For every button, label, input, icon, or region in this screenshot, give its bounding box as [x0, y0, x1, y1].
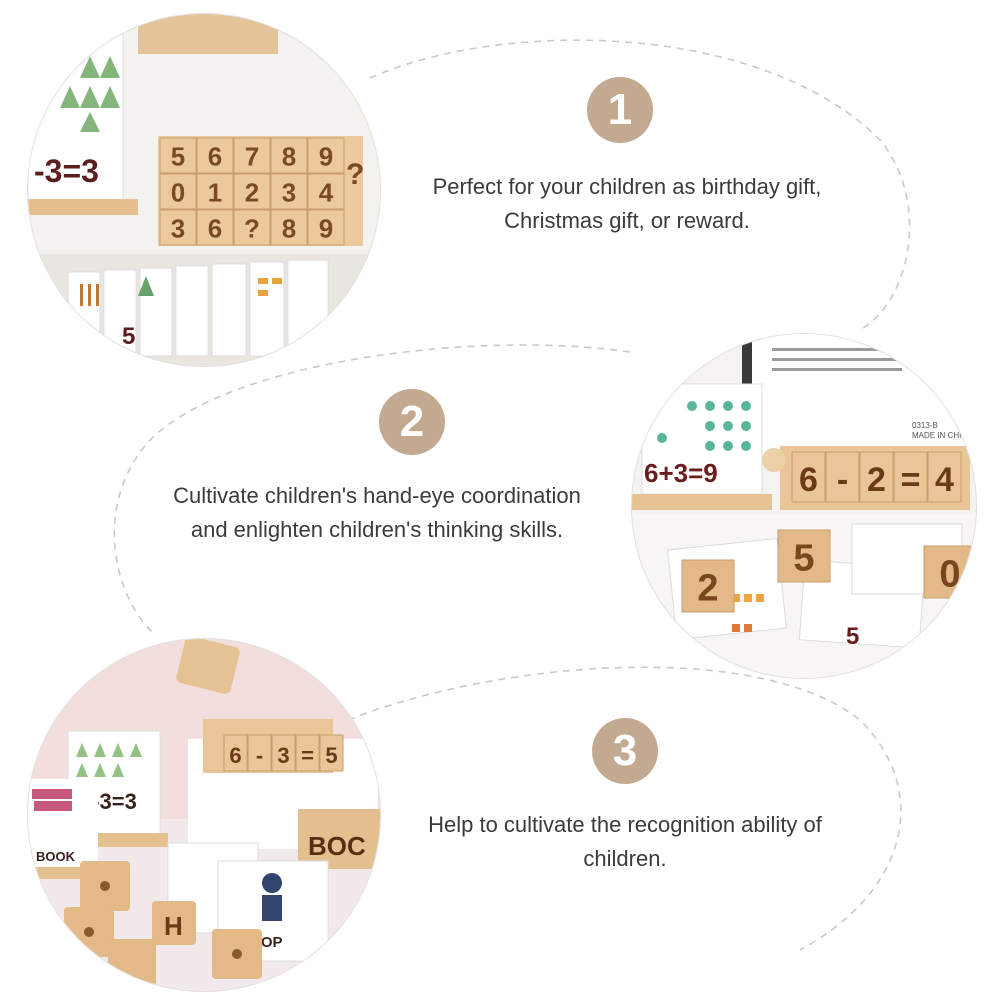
wheel-block: =	[901, 461, 921, 499]
step-3-badge: 3	[592, 718, 658, 784]
number-block: 8	[282, 213, 296, 243]
word-card-label: BOOK	[36, 849, 76, 864]
number-cube-face	[777, 529, 831, 583]
made-in-label: MADE IN CHINA	[912, 431, 973, 440]
card-digit: 5	[122, 323, 135, 350]
wheel-block-face	[271, 734, 296, 772]
model-code: 0313-B	[912, 421, 938, 430]
wheel-block-face	[295, 734, 320, 772]
number-block-face	[159, 209, 197, 246]
wheel-block-face	[825, 451, 860, 503]
step-2-caption-line-1: Cultivate children's hand-eye coordinati…	[173, 483, 581, 508]
equation-wheel-blocks: 6-3 = 5	[223, 734, 344, 772]
side-block-digit: ?	[346, 158, 364, 191]
wheel-block-face	[223, 734, 248, 772]
number-block-face	[307, 137, 345, 174]
step-2-badge: 2	[379, 389, 445, 455]
number-block: 5	[171, 141, 185, 171]
wheel-block: =	[301, 743, 314, 768]
number-block: 3	[171, 213, 185, 243]
number-block-face	[233, 173, 271, 210]
number-block-face	[233, 209, 271, 246]
product-photo-word-blocks: 6-3=3 6-3=5 BOOK BOC COP H	[28, 639, 380, 991]
step-1-caption-line-2: Christmas gift, or reward.	[504, 208, 750, 233]
wheel-block-face	[893, 451, 928, 503]
number-block: 9	[319, 213, 333, 243]
wheel-block: 4	[935, 461, 954, 499]
number-block: ?	[244, 213, 260, 243]
step-1-caption: Perfect for your children as birthday gi…	[372, 170, 882, 238]
number-block: 9	[319, 141, 333, 171]
wheel-block-face	[859, 451, 894, 503]
number-cube: 5	[793, 538, 814, 580]
number-block-face	[196, 173, 234, 210]
word-blocks-text: BOC	[308, 831, 366, 861]
card-digit: 5	[846, 623, 859, 650]
number-cube: 0	[939, 554, 960, 596]
number-block: 7	[245, 141, 259, 171]
wheel-block: 6	[229, 743, 241, 768]
step-1-badge: 1	[587, 77, 653, 143]
step-2-caption-line-2: and enlighten children's thinking skills…	[190, 517, 564, 542]
number-block: 8	[282, 141, 296, 171]
number-block: 6	[208, 213, 222, 243]
step-2-caption: Cultivate children's hand-eye coordinati…	[122, 479, 632, 547]
wheel-block-face	[247, 734, 272, 772]
number-block-face	[270, 173, 308, 210]
number-cube-face	[681, 559, 735, 613]
wheel-block: 5	[325, 743, 337, 768]
number-cube: 2	[697, 568, 718, 610]
number-block-face	[196, 209, 234, 246]
number-block-face	[307, 173, 345, 210]
wheel-block: 3	[277, 743, 289, 768]
wheel-block: 2	[867, 461, 886, 499]
number-block: 4	[319, 177, 334, 207]
number-block: 6	[208, 141, 222, 171]
step-1-caption-line-1: Perfect for your children as birthday gi…	[432, 174, 822, 199]
number-block-face	[270, 209, 308, 246]
number-block-face	[159, 173, 197, 210]
wheel-block-face	[791, 451, 826, 503]
card-equation: -3=3	[34, 153, 99, 189]
number-block-face	[307, 209, 345, 246]
step-3-caption-line-2: children.	[583, 846, 667, 871]
cube-letter: H	[164, 911, 183, 941]
number-block-face	[270, 137, 308, 174]
wheel-block: 6	[799, 461, 818, 499]
step-3-caption-line-1: Help to cultivate the recognition abilit…	[428, 812, 822, 837]
card-equation: 6+3=9	[644, 458, 718, 488]
number-block: 2	[245, 177, 259, 207]
number-block-face	[196, 137, 234, 174]
number-block-face	[159, 137, 197, 174]
step-3-caption: Help to cultivate the recognition abilit…	[370, 808, 880, 876]
wheel-block: -	[837, 461, 848, 499]
wheel-block-face	[927, 451, 962, 503]
equation-wheel-blocks: 6-2 = 4	[791, 451, 962, 503]
wheel-block-face	[319, 734, 344, 772]
number-block: 0	[171, 177, 185, 207]
number-block: 3	[282, 177, 296, 207]
number-block-face	[233, 137, 271, 174]
wheel-block: -	[256, 743, 263, 768]
number-block: 1	[208, 177, 222, 207]
